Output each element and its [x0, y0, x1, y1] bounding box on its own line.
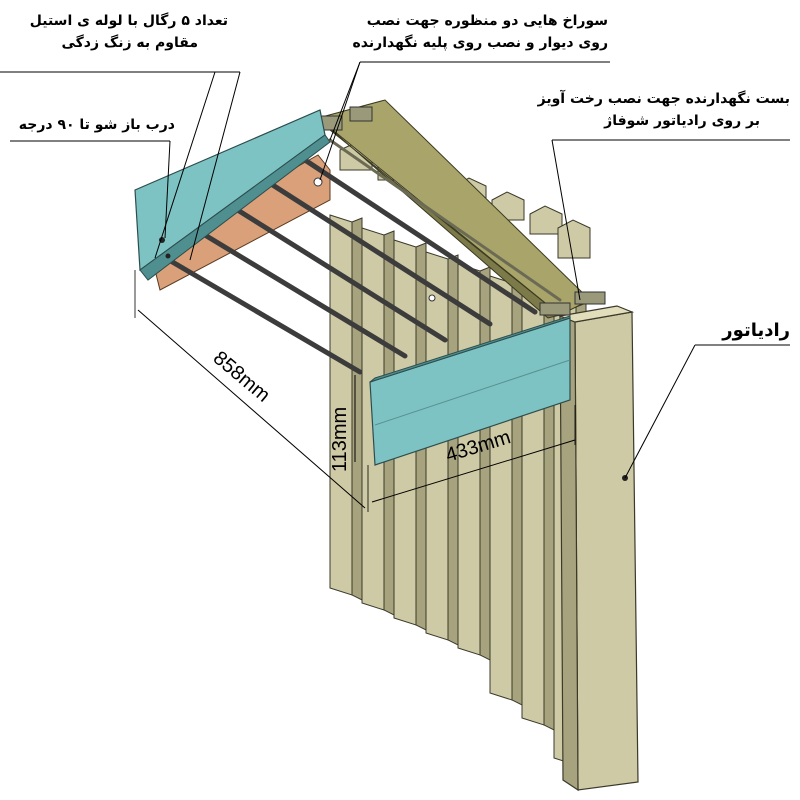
radiator-label: رادیاتور	[722, 320, 790, 342]
hanger-rod	[328, 138, 562, 302]
length-dimension: 858mm	[209, 347, 274, 407]
clothes-rack	[134, 99, 606, 466]
hanger-rods	[149, 138, 562, 375]
hanger-rod	[187, 223, 408, 359]
radiator-bracket-label-line2: بر روی رادیاتور شوفاژ	[604, 113, 760, 129]
hangers-label: تعداد ۵ رگال با لوله ی استیل مقاوم به زن…	[30, 10, 228, 54]
mount-holes	[313, 106, 606, 316]
front-panel	[369, 315, 571, 466]
radiator-label-line1: رادیاتور	[722, 320, 790, 341]
folding-door-label: درب باز شو تا ۹۰ درجه	[19, 114, 175, 136]
folding-door-panel	[134, 109, 331, 281]
hanger-rod	[225, 201, 448, 343]
height-dimension: 113mm	[329, 407, 351, 472]
radiator-bracket-label: بست نگهدارنده جهت نصب رخت آویز بر روی را…	[538, 88, 790, 132]
wall-mount-holes-label-line2: روی دیوار و نصب روی پلیه نگهدارنده	[352, 35, 608, 51]
hanger-rod	[265, 179, 493, 327]
hangers-label-line2: مقاوم به زنگ زدگی	[61, 35, 198, 51]
hangers-label-line1: تعداد ۵ رگال با لوله ی استیل	[29, 13, 228, 29]
hanger-rod	[149, 247, 363, 375]
leader-lines	[0, 61, 790, 479]
dimension-lines	[134, 270, 576, 512]
radiator-bracket-label-line1: بست نگهدارنده جهت نصب رخت آویز	[537, 91, 790, 107]
wall-mount-holes-label: سوراخ هایی دو منظوره جهت نصب روی دیوار و…	[353, 10, 608, 54]
folding-door-label-line1: درب باز شو تا ۹۰ درجه	[18, 117, 175, 133]
hanger-rod	[302, 157, 538, 315]
wall-mount-holes-label-line1: سوراخ هایی دو منظوره جهت نصب	[366, 13, 608, 29]
radiator-front-pillar	[557, 305, 639, 792]
